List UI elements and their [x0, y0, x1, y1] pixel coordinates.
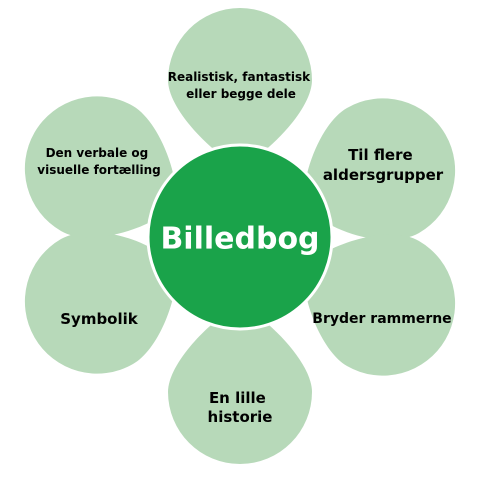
petal-shape — [302, 98, 456, 240]
petal-label: Bryder rammerne — [312, 311, 451, 327]
petal-aldersgrupper: Til flere aldersgrupper — [302, 98, 456, 240]
petal-label-line: Symbolik — [60, 310, 139, 328]
petal-label-line: Den verbale og — [46, 146, 149, 160]
center-label: Billedbog — [160, 222, 319, 257]
petal-shape — [168, 8, 312, 168]
center-circle — [146, 143, 334, 331]
petal-shape — [302, 234, 456, 376]
petals: Realistisk, fantastisk eller begge dele … — [24, 8, 456, 464]
petal-label-line: historie — [208, 408, 273, 426]
petal-label: Til flere aldersgrupper — [323, 146, 444, 184]
center-node: Billedbog — [146, 143, 334, 331]
petal-shape — [24, 232, 178, 374]
petal-label-line: Realistisk, fantastisk — [168, 70, 311, 84]
petal-shape — [168, 304, 312, 464]
petal-bryder-rammerne: Bryder rammerne — [302, 234, 456, 376]
petal-label: En lille historie — [208, 389, 273, 426]
petal-label-line: eller begge dele — [186, 87, 296, 101]
petal-label-line: visuelle fortælling — [37, 163, 160, 177]
petal-symbolik: Symbolik — [24, 232, 178, 374]
petal-label: Den verbale og visuelle fortælling — [37, 146, 160, 177]
petal-label-line: aldersgrupper — [323, 166, 444, 184]
petal-shape — [24, 96, 178, 238]
petal-verbale-visuelle: Den verbale og visuelle fortælling — [24, 96, 178, 238]
petal-label: Realistisk, fantastisk eller begge dele — [168, 70, 315, 101]
petal-label-line: Bryder rammerne — [312, 311, 451, 327]
petal-label-line: En lille — [209, 389, 266, 407]
petal-label: Symbolik — [60, 310, 139, 328]
petal-label-line: Til flere — [348, 146, 413, 164]
petal-en-lille-historie: En lille historie — [168, 304, 312, 464]
petal-realistisk: Realistisk, fantastisk eller begge dele — [168, 8, 315, 168]
